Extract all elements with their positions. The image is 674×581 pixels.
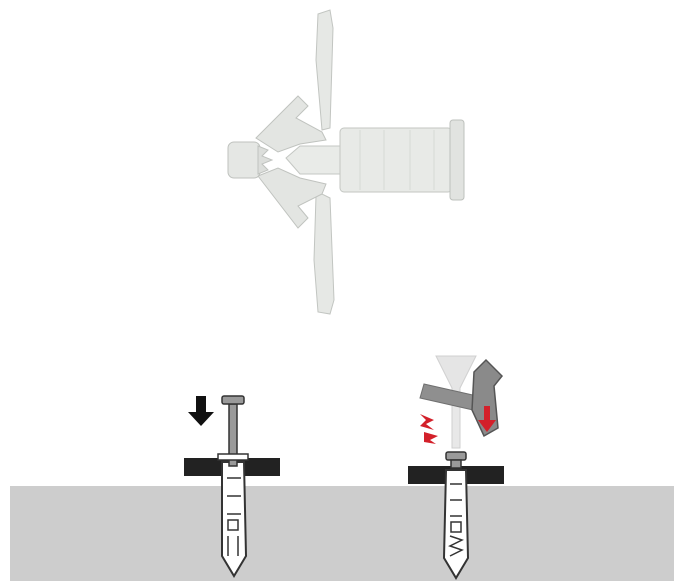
anchor-body-1 (222, 462, 246, 576)
anchor-lower-wing (314, 194, 334, 314)
wall-section (10, 486, 674, 581)
down-arrow-icon (188, 396, 214, 426)
anchor-nut (228, 142, 260, 178)
anchor-nut-teeth (258, 146, 272, 174)
screw-head-1 (222, 396, 244, 404)
anchor-upper-wing (316, 10, 333, 130)
anchor-upper-strut (256, 96, 326, 152)
anchor-cone (286, 146, 342, 174)
screw-head-2 (446, 452, 466, 460)
anchor-collar (450, 120, 464, 200)
wall-anchor-photo (228, 10, 464, 314)
anchor-sleeve (340, 128, 452, 192)
rotate-arrows-icon (420, 414, 438, 444)
